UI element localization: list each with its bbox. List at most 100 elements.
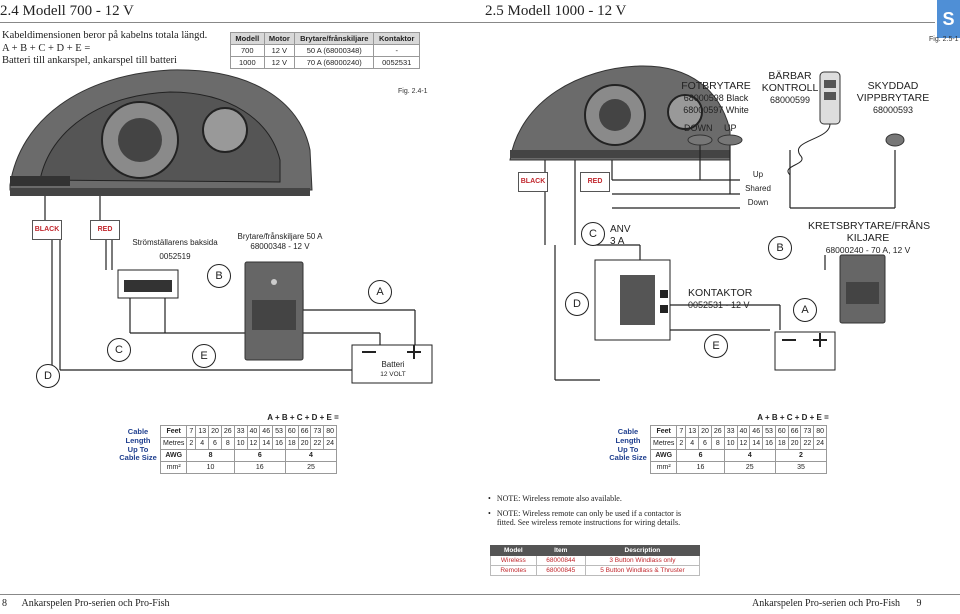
cell: Remotes (490, 565, 537, 576)
left-circle-e: E (192, 344, 216, 368)
left-battery-label: Batteri 12 VOLT (362, 360, 424, 380)
col-item: Item (535, 545, 586, 556)
cell: 12 V (263, 56, 296, 69)
cell: 6 (698, 437, 712, 450)
bullet-icon: • (488, 508, 491, 518)
cell: 4 (723, 449, 776, 462)
cell: 8 (186, 449, 235, 462)
table-row: Remotes 68000845 5 Button Windlass & Thr… (490, 565, 701, 576)
protected-line-1: SKYDDAD (867, 80, 919, 92)
note-item: •NOTE: Wireless remote can only be used … (488, 509, 688, 528)
cell: 13 (195, 425, 210, 438)
remote-line-2: KONTROLL (761, 82, 819, 94)
right-circle-d: D (565, 292, 589, 316)
page-number-left: 8 (2, 598, 7, 609)
cell: 24 (323, 437, 338, 450)
cable-size-label-right: Cable Size (609, 453, 647, 462)
cell: 25 (284, 461, 338, 474)
cell: 33 (233, 425, 248, 438)
up-wire-label: Up (752, 170, 764, 179)
foot-black: 68000598 Black (683, 93, 749, 103)
mm-row: mm² 16 25 35 (649, 461, 828, 474)
left-circle-a: A (368, 280, 392, 304)
cell: 73 (310, 425, 325, 438)
footer-divider (0, 594, 960, 595)
metres-label: Metres (159, 437, 188, 450)
feet-label: Feet (649, 425, 678, 438)
cell: 80 (323, 425, 338, 438)
remote-line-1: BÄRBAR (768, 70, 812, 82)
left-breaker-text: Brytare/frånskiljare 50 A (237, 232, 323, 241)
protected-label: SKYDDAD VIPPBRYTARE 68000593 (848, 80, 938, 116)
shared-wire-label: Shared (745, 184, 771, 193)
cable-length-label-left: Cable Length Up To (118, 427, 158, 454)
cell: 7 (186, 425, 197, 438)
model-table: Modell Motor Brytare/frånskiljare Kontak… (230, 32, 420, 69)
cell: 6 (676, 449, 725, 462)
cable-size-label-left: Cable Size (119, 453, 157, 462)
protected-rocker (885, 133, 905, 147)
length-line-1: Cable Length (125, 427, 151, 445)
cell: 6 (208, 437, 222, 450)
left-breaker-label: Brytare/frånskiljare 50 A 68000348 - 12 … (225, 232, 335, 252)
cell: 12 (246, 437, 261, 450)
cell: 66 (787, 425, 802, 438)
note-text: NOTE: Wireless remote also available. (496, 494, 622, 503)
cell: 20 (787, 437, 802, 450)
foot-white: 68000597 White (683, 105, 749, 115)
cell: 26 (220, 425, 235, 438)
anv-amp: 3 A (610, 236, 625, 247)
right-windlass-illustration (509, 65, 731, 161)
cell: 0052531 (373, 56, 420, 69)
cell: 10 (233, 437, 248, 450)
metres-label: Metres (649, 437, 678, 450)
cell: 4 (195, 437, 210, 450)
awg-row: AWG 8 6 4 (159, 449, 338, 462)
section-tab: S (937, 0, 960, 38)
cell: 3 Button Windlass only (584, 555, 701, 566)
up-label: UP (724, 123, 737, 133)
table-row: 1000 12 V 70 A (68000240) 0052531 (230, 56, 420, 69)
awg-row: AWG 6 4 2 (649, 449, 828, 462)
right-circle-c: C (581, 222, 605, 246)
remote-pn: 68000599 (769, 95, 811, 105)
cable-formula-right: A + B + C + D + E = (757, 413, 829, 422)
footer-left-text: Ankarspelen Pro-serien och Pro-Fish (21, 598, 170, 609)
feet-label: Feet (159, 425, 188, 438)
left-black-tag: BLACK (32, 220, 62, 240)
cell: 40 (736, 425, 751, 438)
cell: 18 (284, 437, 299, 450)
battery-voltage: 12 VOLT (380, 371, 406, 378)
protected-pn: 68000593 (872, 105, 914, 115)
cell: 60 (774, 425, 789, 438)
right-circle-b: B (768, 236, 792, 260)
down-label: DOWN (684, 123, 713, 133)
length-line-1: Cable Length (615, 427, 641, 445)
intro-line-3: Batteri till ankarspel, ankarspel till b… (2, 55, 177, 66)
battery-text: Batteri (381, 360, 405, 369)
cell: 20 (208, 425, 222, 438)
contactor-label: KONTAKTOR 0052531 - 12 V (688, 287, 752, 311)
cell: 80 (813, 425, 828, 438)
awg-label: AWG (649, 449, 678, 462)
cell: 4 (284, 449, 338, 462)
footer-right: Ankarspelen Pro-serien och Pro-Fish 9 (752, 598, 922, 609)
cell: 16 (233, 461, 286, 474)
cell: 16 (676, 461, 725, 474)
cell: 14 (259, 437, 274, 450)
model-table-header: Modell Motor Brytare/frånskiljare Kontak… (230, 32, 420, 45)
contactor-pn: 0052531 - 12 V (688, 300, 750, 310)
cable-length-label-right: Cable Length Up To (608, 427, 648, 454)
mm-label: mm² (159, 461, 188, 474)
switch-back-pn: 0052519 (159, 252, 191, 261)
bullet-icon: • (488, 494, 491, 503)
right-circle-a: A (793, 298, 817, 322)
down-wire-label: Down (747, 198, 769, 207)
intro-text: Kabeldimensionen beror på kabelns totala… (2, 30, 207, 68)
cell: 73 (800, 425, 815, 438)
header-divider (0, 22, 935, 23)
